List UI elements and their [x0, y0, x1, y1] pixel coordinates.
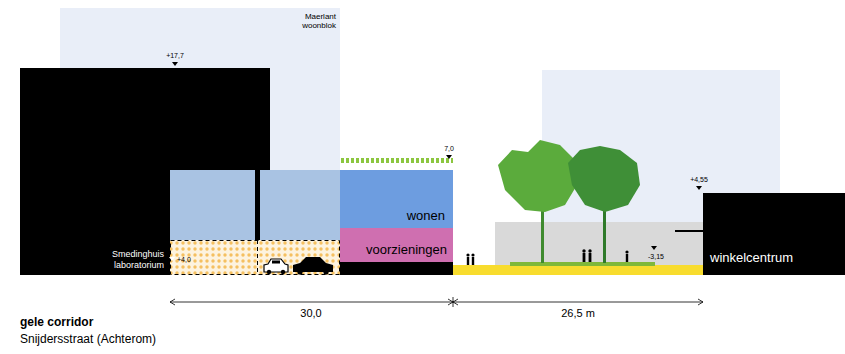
building-block: winkelcentrum — [703, 193, 845, 275]
function-block: voorzieningen — [340, 228, 453, 262]
shopping-block — [703, 193, 845, 275]
housing-block — [170, 170, 255, 240]
building-block: Maerlant woonblok — [60, 8, 340, 270]
housing-block — [260, 170, 340, 240]
level-label: -3,15 — [648, 253, 664, 260]
diagram-title: gele corridor — [20, 316, 93, 328]
parking-divider — [257, 240, 258, 275]
building-block — [495, 222, 703, 265]
dimension-label: 30,0 — [297, 308, 324, 319]
diagram-caption: Snijdersstraat (Achterom) — [20, 333, 156, 345]
divider — [255, 170, 260, 240]
green-roof — [341, 158, 453, 163]
dimension-line — [170, 297, 703, 307]
block-label: Maerlant woonblok — [290, 12, 336, 30]
block-label: wonen — [407, 209, 445, 224]
plinth — [340, 262, 453, 275]
tree — [498, 140, 577, 263]
tree — [568, 146, 640, 263]
dimension-label: 26,5 m — [558, 308, 598, 319]
building-block: Smedinghuis laboratorium — [20, 68, 270, 275]
housing-block — [340, 170, 453, 228]
car-icon — [293, 257, 333, 275]
facilities-block — [340, 228, 453, 262]
level-label: +4,55 — [690, 176, 708, 183]
parking-outline — [171, 241, 340, 275]
level-label: +17,7 — [166, 52, 184, 59]
level-label: +4,0 — [177, 256, 191, 263]
green-strip — [510, 262, 655, 266]
function-block: wonen — [340, 170, 453, 228]
level-label: 7,0 — [444, 145, 454, 152]
yellow-corridor — [453, 265, 703, 275]
block-label: Smedinghuis laboratorium — [102, 249, 164, 270]
parking-area — [170, 240, 340, 275]
block-label: winkelcentrum — [710, 251, 793, 266]
canopy-line — [675, 230, 703, 232]
level-marker — [169, 62, 702, 261]
person-icon — [466, 249, 628, 265]
block-label: voorzieningen — [366, 243, 447, 258]
car-icon — [264, 259, 288, 274]
